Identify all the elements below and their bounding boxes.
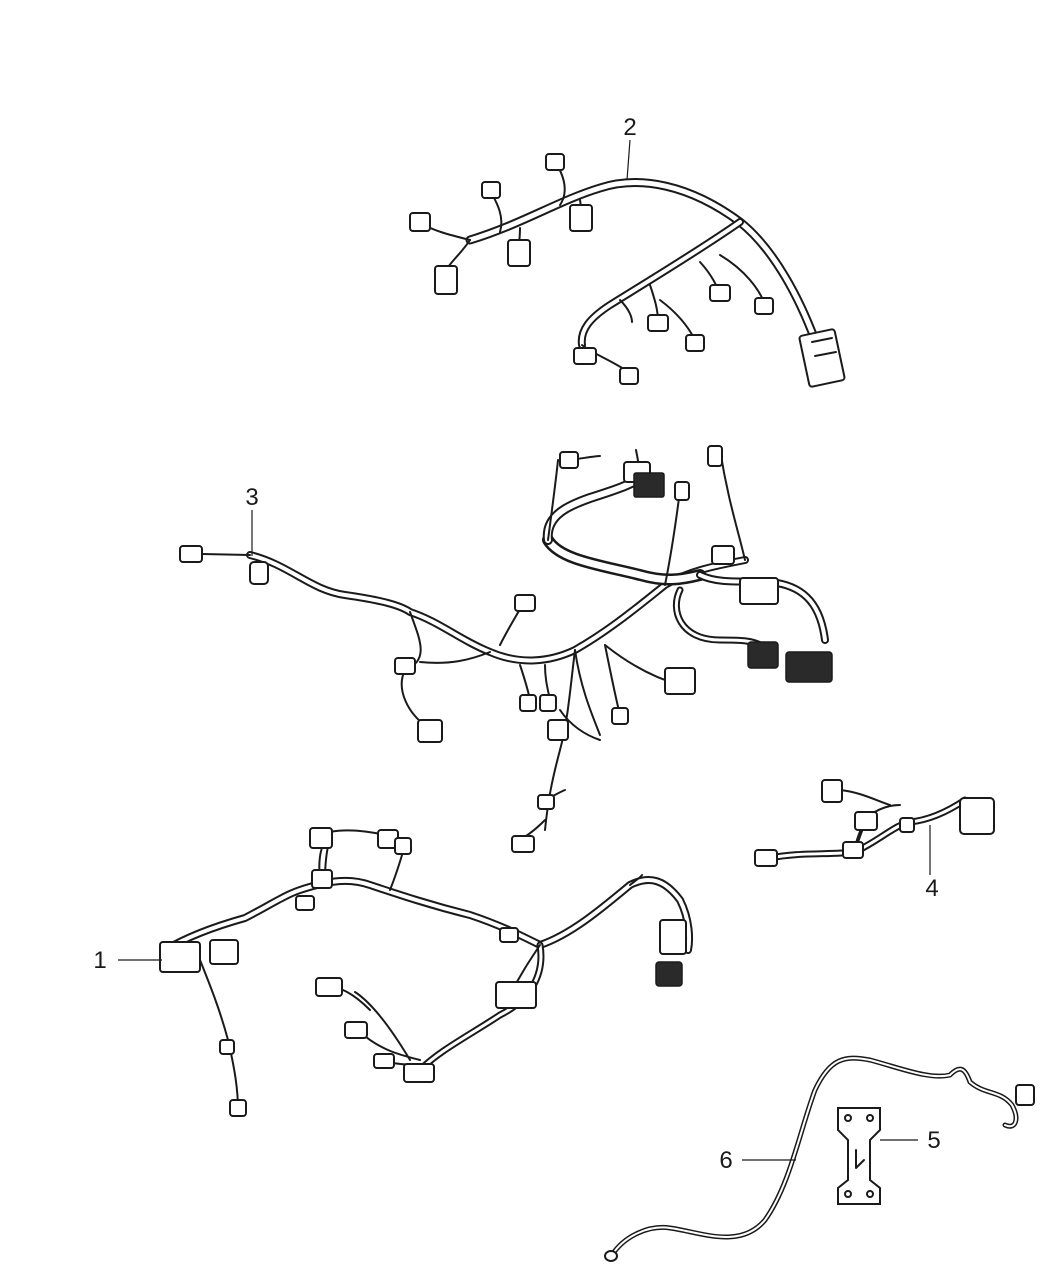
- callout-4: 4: [925, 875, 938, 902]
- leader-2: [626, 139, 631, 181]
- callout-6: 6: [719, 1147, 732, 1174]
- callout-3: 3: [245, 484, 258, 511]
- harness-part-2: [409, 153, 846, 388]
- harness-part-3: [179, 445, 833, 853]
- callout-2: 2: [623, 114, 636, 141]
- harness-part-1: [159, 827, 693, 1117]
- bracket-part-5: [837, 1107, 881, 1205]
- callout-1: 1: [93, 947, 106, 974]
- callout-5: 5: [927, 1127, 940, 1154]
- wire-part-6: [604, 1055, 1035, 1262]
- harness-part-4: [754, 779, 995, 867]
